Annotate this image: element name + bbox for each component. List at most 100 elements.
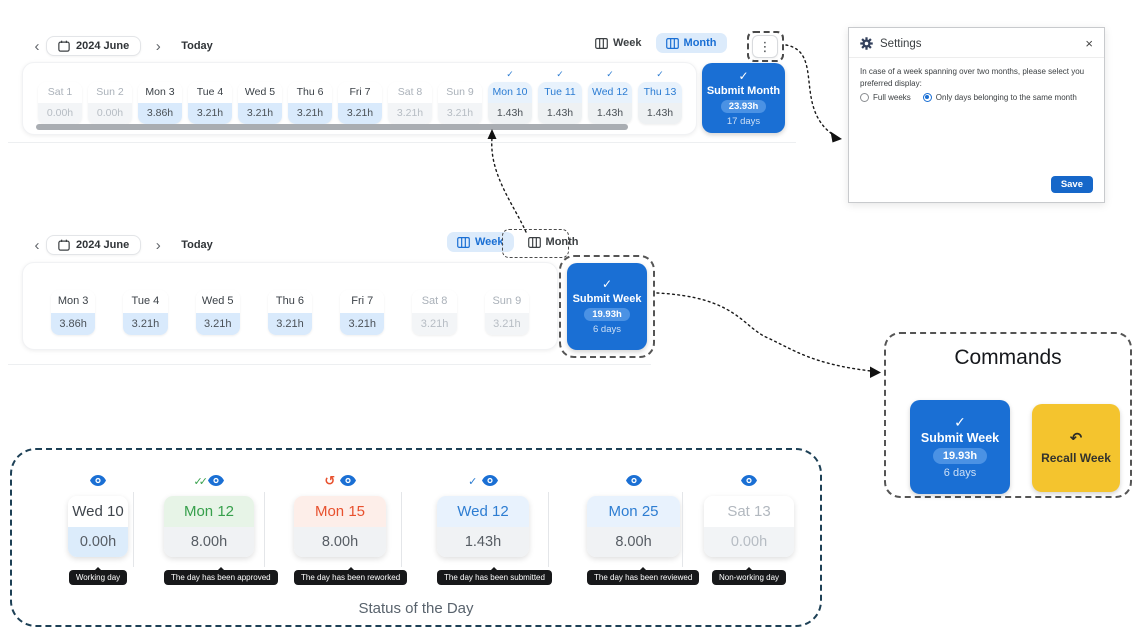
day-cell[interactable]: ✓ Tue 4 3.21h — [123, 277, 168, 335]
day-cell[interactable]: ✓ Thu 13 1.43h — [638, 69, 682, 124]
columns-icon — [457, 236, 470, 248]
submit-week-button[interactable]: ✓ Submit Week 19.93h 6 days — [567, 263, 647, 350]
arrow-month-toggle-to-month-view — [491, 137, 527, 233]
check-icon: ✓ — [601, 277, 613, 291]
today-button[interactable]: Today — [181, 239, 213, 251]
status-day-item: ✓✓ ↺ ✓ Mon 12 8.00h The day has been app… — [164, 472, 278, 585]
calendar-icon — [58, 239, 70, 251]
today-button[interactable]: Today — [181, 40, 213, 52]
check-icon: ✓ — [556, 69, 564, 79]
radio-full-weeks[interactable] — [860, 93, 869, 103]
save-button[interactable]: Save — [1050, 176, 1093, 193]
day-cell[interactable]: ✓ Wed 5 3.21h — [238, 69, 282, 124]
divider — [401, 492, 402, 567]
day-label: Sun 2 — [88, 82, 132, 103]
day-cell[interactable]: ✓ Mon 3 3.86h — [51, 277, 96, 335]
toggle-month-button[interactable]: Month — [517, 232, 589, 252]
day-label: Sun 9 — [484, 290, 529, 313]
status-day-card[interactable]: Wed 12 1.43h — [437, 496, 529, 557]
date-picker-chip[interactable]: 2024 June — [46, 36, 142, 56]
day-cell[interactable]: ✓ Sat 1 0.00h — [38, 69, 82, 124]
total-hours-badge: 19.93h — [932, 447, 988, 464]
day-hours: 3.21h — [195, 313, 240, 335]
divider — [264, 492, 265, 567]
date-picker-chip[interactable]: 2024 June — [46, 235, 142, 255]
status-tooltip: The day has been reworked — [294, 567, 408, 585]
recall-week-button[interactable]: ↶ Recall Week — [1032, 404, 1120, 492]
toggle-month-button[interactable]: Month — [655, 33, 727, 53]
status-day-card[interactable]: Mon 12 8.00h — [164, 496, 254, 557]
kebab-menu-button[interactable]: ⋮ — [752, 35, 778, 58]
status-of-the-day-box: ✓✓ ↺ ✓ Wed 10 0.00h Working day ✓✓ ↺ — [10, 448, 822, 627]
day-label: Mon 3 — [138, 82, 182, 103]
recall-week-label: Recall Week — [1041, 450, 1111, 465]
commands-title: Commands — [954, 346, 1062, 369]
day-cell[interactable]: ✓ Tue 11 1.43h — [538, 69, 582, 124]
day-cell[interactable]: ✓ Sun 9 3.21h — [438, 69, 482, 124]
horizontal-scrollbar[interactable] — [36, 124, 628, 130]
status-day-card[interactable]: Mon 25 8.00h — [587, 496, 680, 557]
settings-header: Settings × — [849, 28, 1104, 58]
day-label: Wed 5 — [195, 290, 240, 313]
month-widget-view-toggle: Week Month — [585, 33, 727, 53]
day-cell[interactable]: ✓ Thu 6 3.21h — [267, 277, 313, 335]
day-cell[interactable]: ✓ Mon 3 3.86h — [138, 69, 182, 124]
commands-box: Commands ✓ Submit Week 19.93h 6 days ↶ R… — [884, 332, 1132, 498]
eye-icon — [90, 475, 106, 487]
total-hours-badge: 23.93h — [720, 99, 767, 113]
day-label: Wed 5 — [238, 82, 282, 103]
day-label: Tue 4 — [123, 290, 168, 313]
day-cell[interactable]: ✓ Wed 12 1.43h — [588, 69, 632, 124]
week-days-panel: ✓ Mon 3 3.86h ✓ Tue 4 3.21h ✓ — [22, 262, 558, 350]
radio-same-month[interactable] — [922, 93, 932, 103]
chevron-right-icon[interactable]: › — [155, 37, 161, 55]
day-cell[interactable]: ✓ Sat 8 3.21h — [388, 69, 432, 124]
submit-week-command-button[interactable]: ✓ Submit Week 19.93h 6 days — [910, 400, 1010, 494]
day-cell[interactable]: ✓ Wed 5 3.21h — [195, 277, 240, 335]
day-cell[interactable]: ✓ Sun 2 0.00h — [88, 69, 132, 124]
undo-arrow-icon: ↶ — [1069, 429, 1083, 447]
status-day-item: ✓✓ ↺ ✓ Sat 13 0.00h Non-working day — [704, 472, 794, 585]
day-cell[interactable]: ✓ Thu 6 3.21h — [288, 69, 332, 124]
columns-icon — [527, 236, 541, 248]
toggle-week-button[interactable]: Week — [447, 232, 514, 252]
toggle-week-label: Week — [475, 236, 504, 248]
day-hours: 1.43h — [538, 103, 582, 124]
divider — [8, 364, 651, 365]
day-hours: 8.00h — [587, 527, 680, 557]
status-day-card[interactable]: Wed 10 0.00h — [68, 496, 128, 557]
chevron-left-icon[interactable]: ‹ — [34, 236, 40, 254]
day-cell[interactable]: ✓ Fri 7 3.21h — [338, 69, 382, 124]
day-cell[interactable]: ✓ Fri 7 3.21h — [340, 277, 385, 335]
day-hours: 3.21h — [238, 103, 282, 124]
check-icon: ✓ — [738, 68, 749, 83]
status-icon-row: ✓✓ ↺ ✓ — [164, 472, 254, 488]
day-label: Thu 13 — [638, 82, 682, 103]
radio-full-weeks-label: Full weeks — [873, 93, 911, 103]
status-icon-row: ✓✓ ↺ ✓ — [437, 472, 529, 488]
toggle-week-button[interactable]: Week — [585, 33, 652, 53]
day-cell[interactable]: ✓ Sun 9 3.21h — [484, 277, 529, 335]
toggle-month-label: Month — [683, 37, 717, 49]
eye-icon — [208, 475, 225, 487]
chevron-right-icon[interactable]: › — [155, 236, 161, 254]
day-cell[interactable]: ✓ Tue 4 3.21h — [188, 69, 232, 124]
calendar-icon — [58, 40, 70, 52]
day-cell[interactable]: ✓ Mon 10 1.43h — [488, 69, 532, 124]
status-day-card[interactable]: Mon 15 8.00h — [294, 496, 386, 557]
day-label: Mon 10 — [488, 82, 532, 103]
close-icon[interactable]: × — [1085, 36, 1093, 51]
submit-month-button[interactable]: ✓ Submit Month 23.93h 17 days — [702, 63, 785, 133]
submit-month-label: Submit Month — [706, 84, 781, 97]
arrowhead-right — [870, 366, 881, 378]
day-hours: 3.21h — [188, 103, 232, 124]
day-label: Thu 6 — [288, 82, 332, 103]
month-nav-row: ‹ 2024 June › Today — [28, 33, 213, 59]
submit-week-label: Submit Week — [572, 293, 642, 305]
status-day-card[interactable]: Sat 13 0.00h — [704, 496, 794, 557]
days-count: 17 days — [726, 115, 761, 127]
chevron-left-icon[interactable]: ‹ — [34, 37, 40, 55]
status-day-item: ✓✓ ↺ ✓ Mon 15 8.00h The day has been rew… — [294, 472, 408, 585]
day-cell[interactable]: ✓ Sat 8 3.21h — [412, 277, 457, 335]
